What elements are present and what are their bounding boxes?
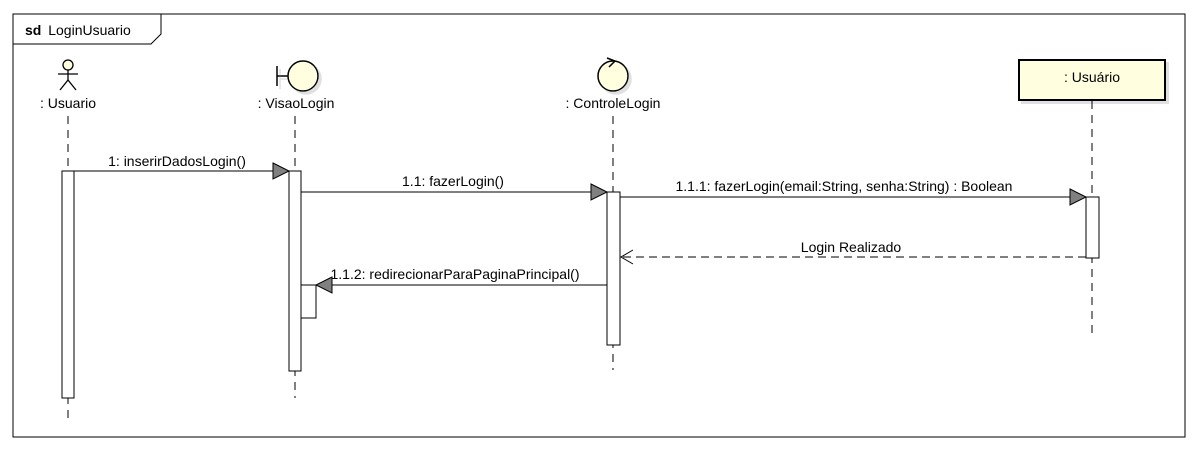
activation-bar-visao-nested xyxy=(300,284,317,319)
lifeline-controle: : ControleLogin xyxy=(566,57,661,370)
lifeline-visao: : VisaoLogin xyxy=(258,60,335,398)
message-label-1: 1: inserirDadosLogin() xyxy=(108,153,246,169)
lifeline-label-entidade: : Usuário xyxy=(1064,69,1120,85)
lifeline-label-visao: : VisaoLogin xyxy=(258,95,335,111)
activation-bar-entidade xyxy=(1085,196,1100,259)
lifeline-label-controle: : ControleLogin xyxy=(566,95,661,111)
entity-box xyxy=(1018,59,1166,101)
svg-text:sd LoginUsuario: sd LoginUsuario xyxy=(25,22,131,38)
message-label-1-1: 1.1: fazerLogin() xyxy=(402,173,504,189)
lifeline-entidade: : Usuário xyxy=(1018,59,1166,336)
message-label-1-1-2: 1.1.2: redirecionarParaPaginaPrincipal() xyxy=(330,266,579,282)
message-label-reply: Login Realizado xyxy=(801,239,902,255)
message-1: 1: inserirDadosLogin() xyxy=(74,153,291,180)
boundary-icon xyxy=(276,60,319,92)
message-label-1-1-1: 1.1.1: fazerLogin(email:String, senha:St… xyxy=(676,178,1013,194)
message-1-1: 1.1: fazerLogin() xyxy=(301,173,609,201)
activation-bar-usuario xyxy=(61,170,75,399)
control-icon xyxy=(597,57,629,92)
lifeline-usuario: : Usuario xyxy=(40,59,96,423)
message-1-1-1: 1.1.1: fazerLogin(email:String, senha:St… xyxy=(620,178,1088,206)
activation-bar-controle xyxy=(606,191,621,346)
message-1-1-2: 1.1.2: redirecionarParaPaginaPrincipal() xyxy=(314,266,607,294)
actor-icon xyxy=(58,59,78,91)
lifeline-label-usuario: : Usuario xyxy=(40,95,96,111)
activation-bar-visao xyxy=(288,170,302,372)
frame-name: LoginUsuario xyxy=(48,22,131,38)
message-reply: Login Realizado xyxy=(620,239,1086,265)
diagram-frame: sd LoginUsuario xyxy=(12,13,1186,438)
frame-keyword: sd xyxy=(25,22,41,38)
